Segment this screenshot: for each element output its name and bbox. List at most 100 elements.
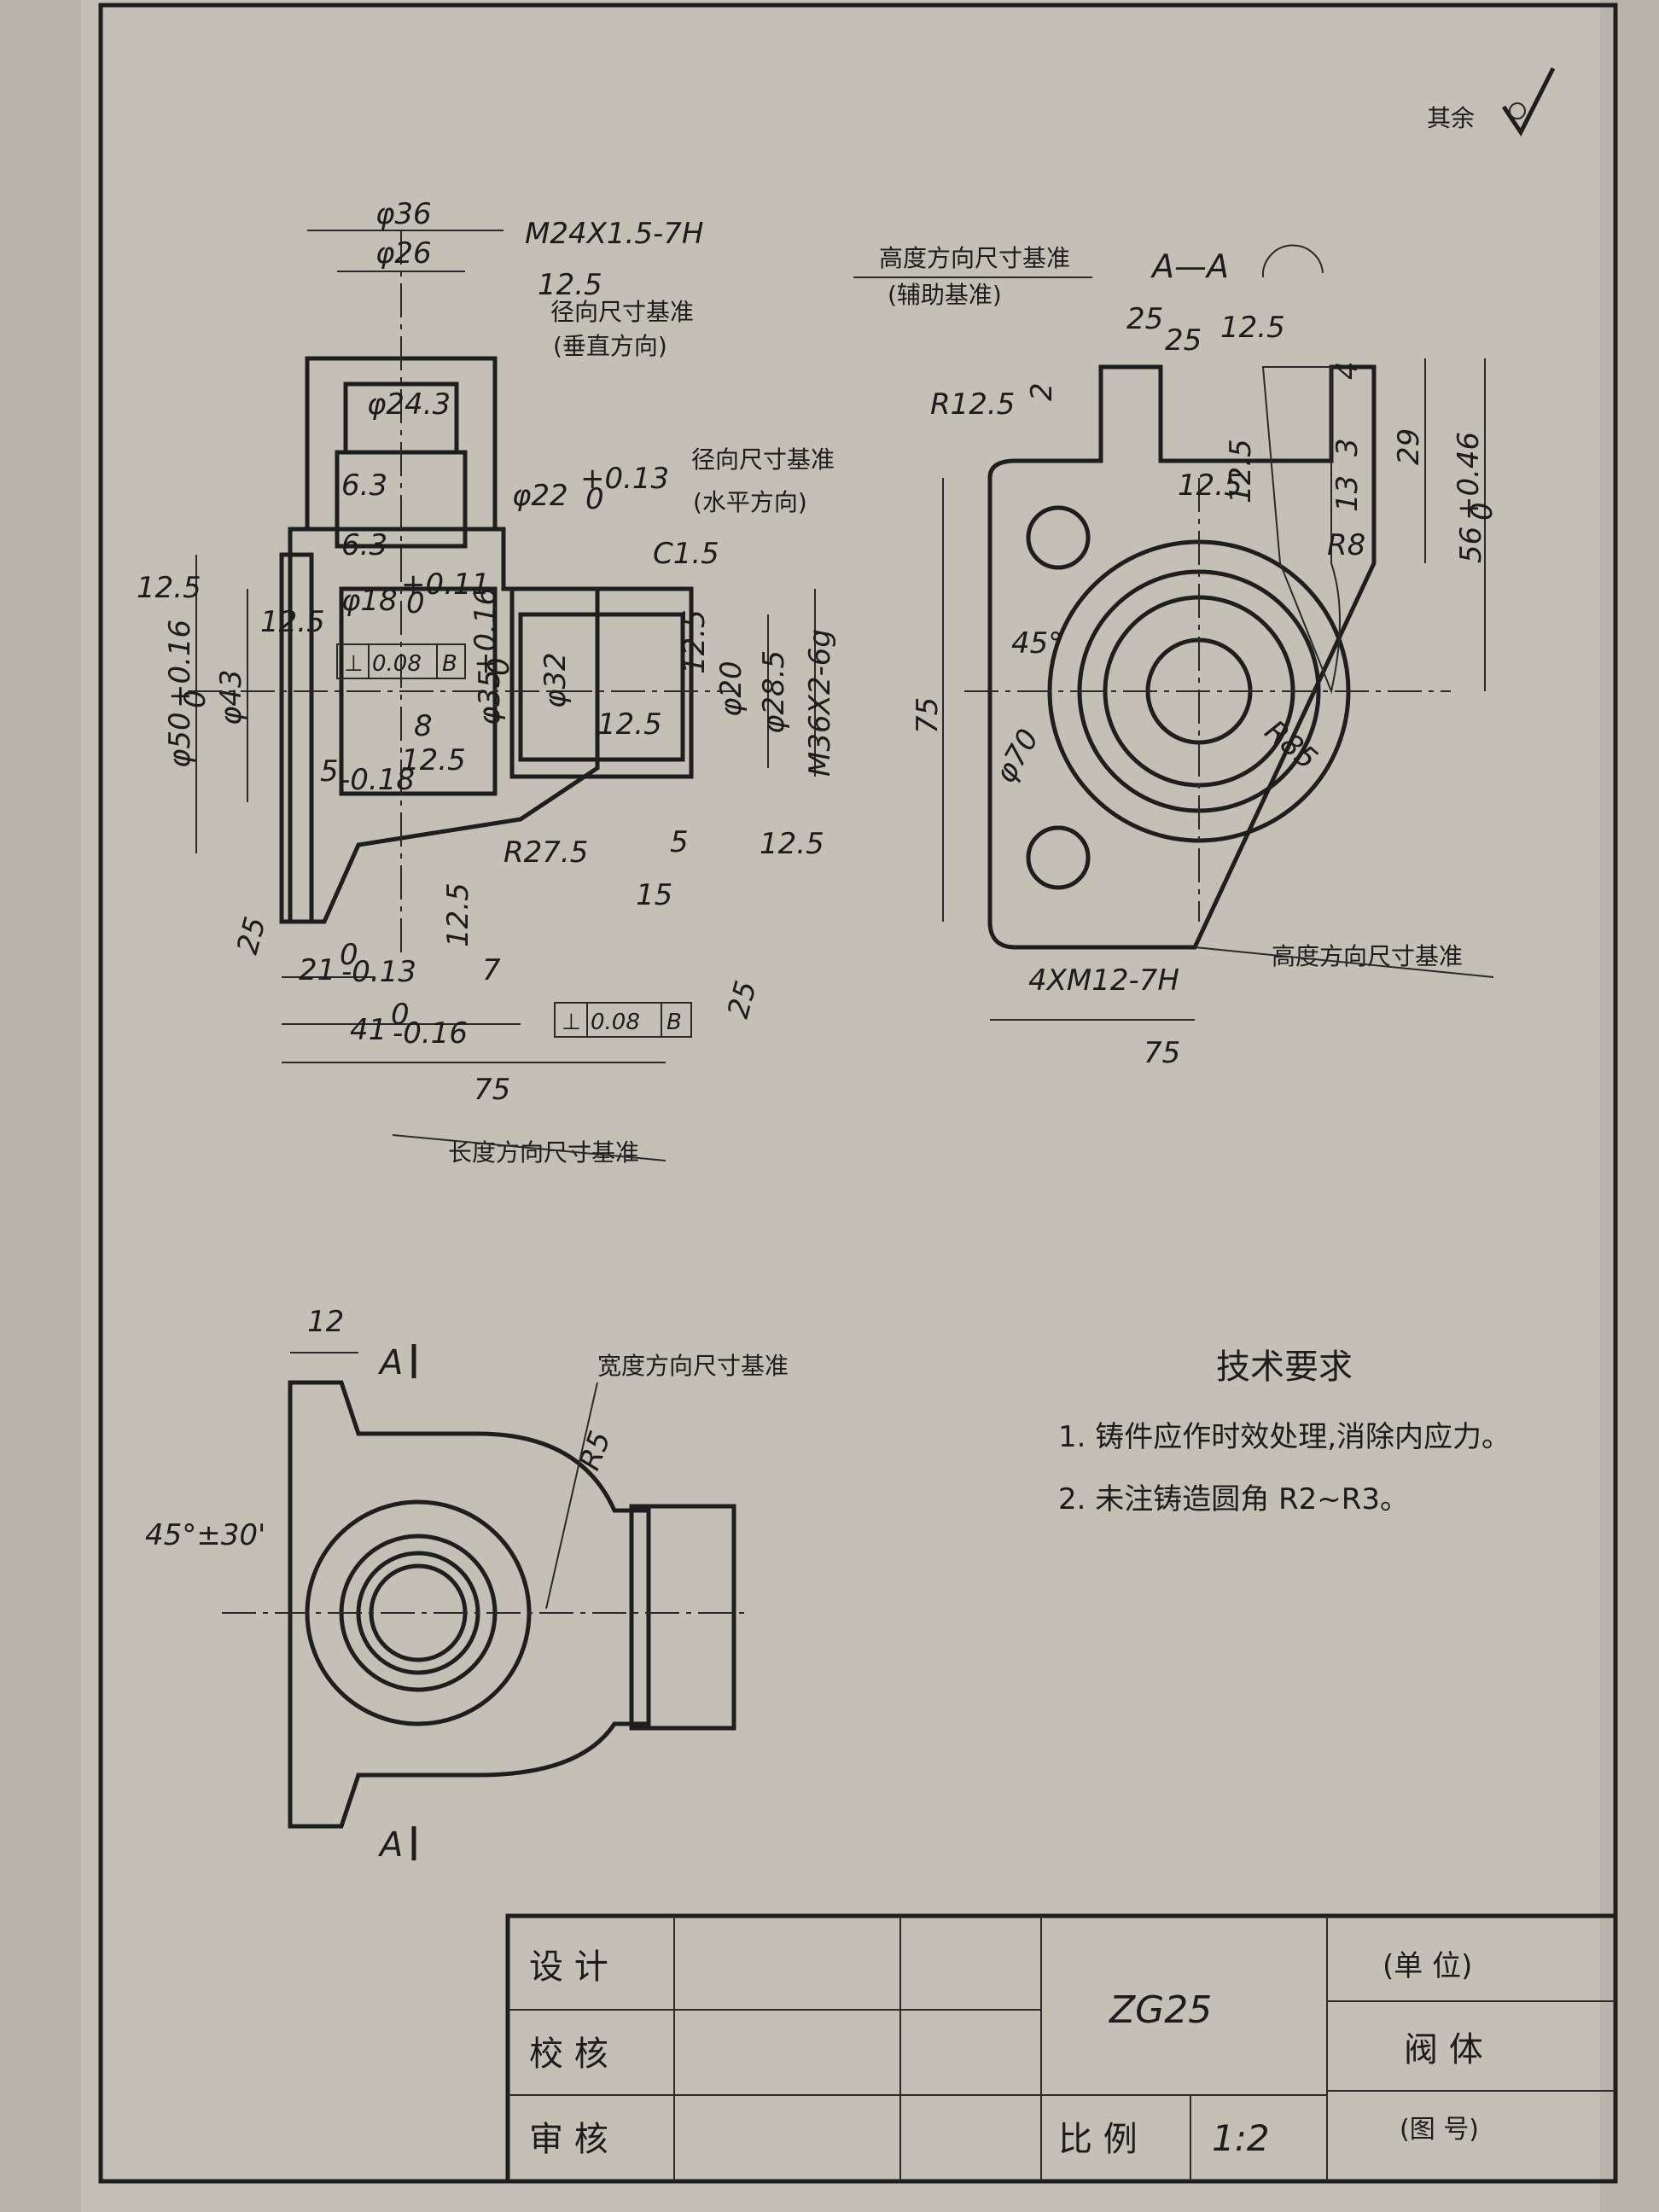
datum-radial-vertical-sub: (垂直方向) [553,332,667,360]
dim-21-tol-lower: -0.13 [341,955,416,989]
datum-height-aux-sub: (辅助基准) [888,281,1002,309]
section-view: A—A R12.5 2 25 25 12.5 4 3 29 13 56 +0.4… [853,244,1499,1070]
rotation-arrow-icon [1261,244,1324,278]
dim-21: 21 [299,953,335,987]
dim-roughness-12-5-a: 12.5 [538,268,602,302]
dim-45-degree-tol: 45°±30' [145,1518,265,1552]
dim-8: 8 [414,709,433,743]
dim-phi28-5: φ28.5 [757,650,791,734]
dim-phi18: φ18 [341,584,398,618]
dim-13: 13 [1330,475,1365,512]
roughness-symbol-icon [1501,67,1556,137]
dim-56-tol-upper: +0.46 [1452,432,1486,521]
dim-phi18-lower-tol: 0 [406,586,425,620]
datum-height: 高度方向尺寸基准 [1272,942,1463,970]
datum-length-leader [392,1134,667,1161]
dim-phi24-3: φ24.3 [367,387,451,422]
dim-m36-thread: M36X2-6g [803,629,837,777]
tech-req-item-2: 2. 未注铸造圆角 R2~R3。 [1058,1482,1409,1516]
dim-2: 2 [1025,382,1059,401]
section-mark-bottom: A [377,1825,403,1865]
tb-review-label: 审 核 [529,2120,608,2159]
dim-roughness-25-c: 25 [1126,302,1163,336]
dim-56: 56 [1454,527,1488,563]
dim-5-b: 5 [670,825,689,859]
dim-56-tol-lower: 0 [1465,502,1499,521]
datum-height-leader [1194,946,1494,978]
tech-req-title: 技术要求 [1216,1348,1353,1387]
dim-12: 12 [307,1305,344,1339]
dim-45-degree: 45° [1011,626,1062,661]
dim-phi50: φ50 [163,712,197,768]
dim-phi35: φ35 [473,669,507,725]
dim-75-vertical: 75 [911,697,945,734]
dim-phi50-tol-lower: 0 [178,690,212,708]
dim-roughness-12-5-j: 12.5 [1178,469,1243,503]
dim-r12-5: R12.5 [930,387,1015,422]
dim-r8: R8 [1327,528,1365,562]
top-view: 12 R5 45°±30' 宽度方向尺寸基准 A A [145,1305,789,1865]
tb-material: ZG25 [1109,1988,1212,2032]
dim-roughness-12-5-d: 12.5 [401,743,466,777]
section-view-label: A—A [1150,247,1229,285]
dim-phi35-tol-upper: +0.16 [469,587,503,676]
tolerance-symbol: ⊥ [344,651,364,677]
tolerance-frame-2: ⊥ 0.08 B [554,1002,692,1038]
dim-roughness-12-5-g: 12.5 [760,827,824,861]
dim-phi22: φ22 [512,479,568,513]
datum-width-leader [545,1382,598,1610]
tolerance-frame-1: ⊥ 0.08 B [336,643,466,679]
top-view-outline [288,1380,651,1829]
dim-41-tol-lower: -0.16 [393,1016,468,1051]
datum-radial-horizontal: 径向尺寸基准 [691,445,835,474]
dim-phi36: φ36 [375,197,432,231]
title-block: 设 计 校 核 审 核 ZG25 (单 位) 阀 体 (图 号) 比 例 1:2 [505,1913,1618,2184]
dim-roughness-12-5-f: 12.5 [597,707,662,742]
dim-phi32: φ32 [538,652,573,708]
dim-c1-5: C1.5 [653,537,719,571]
dim-29: 29 [1392,428,1426,465]
dim-phi20: φ20 [714,661,748,717]
left-flange [279,552,314,924]
dim-3: 3 [1330,438,1365,457]
tb-design-label: 设 计 [529,1947,608,1987]
tolerance-value: 0.08 [591,1010,640,1035]
bolt-hole-top [1026,505,1091,570]
dim-phi43: φ43 [214,669,248,725]
tb-part-name: 阀 体 [1404,2030,1483,2069]
dim-roughness-12-5-h: 12.5 [441,882,475,947]
roughness-circle-icon [1509,102,1526,119]
tech-req-item-1: 1. 铸件应作时效处理,消除内应力。 [1058,1420,1511,1454]
dim-4: 4 [1330,361,1365,380]
dim-phi18-upper-tol: +0.11 [401,568,490,602]
datum-radial-vertical: 径向尺寸基准 [550,298,694,326]
section-mark-top: A [377,1343,403,1382]
dim-roughness-12-5-c: 12.5 [260,605,325,639]
dim-phi22-upper-tol: +0.13 [580,462,669,496]
dim-7: 7 [482,953,501,987]
dim-roughness-12-5-b: 12.5 [137,571,201,605]
right-spigot-section [509,586,694,779]
dim-roughness-12-5-i: 12.5 [1220,311,1285,345]
right-spigot-bore [518,612,685,762]
dim-phi35-tol-lower: 0 [482,657,516,676]
dim-phi22-lower-tol: 0 [585,482,604,516]
dim-roughness-12-5-e: 12.5 [678,609,712,674]
dim-4xm12-thread: 4XM12-7H [1028,963,1179,998]
dim-75-horizontal: 75 [1144,1036,1180,1070]
technical-requirements: 技术要求 1. 铸件应作时效处理,消除内应力。 2. 未注铸造圆角 R2~R3。 [1058,1348,1511,1516]
dim-21-tol-upper: 0 [340,938,358,972]
dim-41: 41 [350,1013,387,1047]
dim-6-3-a: 6.3 [341,469,387,503]
dim-5: 5 [320,754,339,789]
tolerance-value: 0.08 [372,651,422,677]
dim-roughness-12-5-k: 12.5 [1224,439,1258,504]
dim-phi50-tol-upper: +0.16 [163,620,197,708]
surface-finish-note: 其余 [1427,67,1556,137]
page-area [81,0,1600,2212]
dim-phi26: φ26 [375,236,432,271]
tb-drawing-number: (图 号) [1400,2115,1479,2145]
tb-check-label: 校 核 [529,2034,608,2074]
tb-scale-value: 1:2 [1212,2117,1270,2159]
